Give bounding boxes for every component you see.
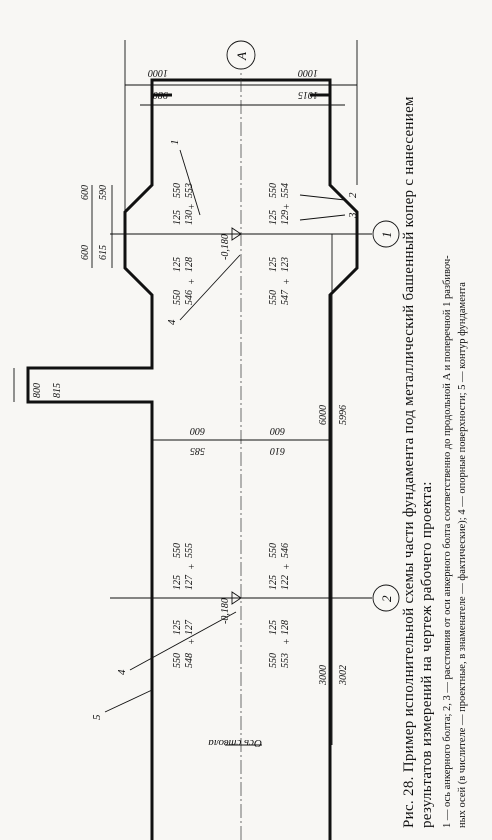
bolt-6-d-design: 125 [172, 575, 183, 590]
bolt-4-f-design: 550 [268, 183, 279, 198]
dim-top-a-actual: 590 [98, 185, 109, 200]
bolt-8-f-design: 550 [268, 543, 279, 558]
bolt-1-f-actual: 546 [184, 290, 195, 305]
leader-3-label: 3 [347, 212, 359, 219]
caption-legend-line2: ных осей (в числителе — проектные, в зна… [457, 282, 468, 828]
dim-neck-bottom-design: 600 [270, 425, 285, 436]
bolt-7: + 125 128 550 553 [268, 620, 293, 668]
bolt-6-d-actual: 127 [184, 574, 195, 590]
bolt-5-f-design: 550 [172, 653, 183, 668]
leader-4-right [129, 611, 237, 671]
bolt-plus: + [282, 203, 293, 210]
bolt-4: + 125 129 550 554 [268, 183, 293, 225]
leader-2 [299, 194, 346, 201]
dim-neck-bottom-actual: 610 [270, 445, 285, 456]
bolt-3-f-actual: 547 [280, 289, 291, 305]
dim-top-b-design: 600 [80, 245, 91, 260]
bolt-4-d-design: 125 [268, 210, 279, 225]
elevation-left: -0,180 [220, 227, 242, 260]
bolt-2-f-actual: 553 [184, 183, 195, 198]
dim-left-bottom-design: 1000 [298, 67, 318, 78]
dim-span-design: 6000 [318, 405, 329, 425]
bolt-plus: + [187, 563, 198, 570]
leader-2-label: 2 [347, 192, 359, 198]
figure-caption: Рис. 28. Пример исполнительной схемы час… [400, 8, 490, 828]
dim-right-top-design: 800 [32, 383, 43, 398]
bolt-1-d-design: 125 [172, 257, 183, 272]
bolt-2: + 125 130 550 553 [172, 183, 198, 225]
leader-4-right-label: 4 [116, 669, 128, 675]
shaft-axis-label: Ось ствола [208, 737, 262, 749]
bolt-7-f-design: 550 [268, 653, 279, 668]
dim-top-b-actual: 615 [98, 245, 109, 260]
dim-neck-top-actual: 585 [190, 445, 205, 456]
bolt-5-f-actual: 548 [184, 653, 195, 668]
caption-legend-line1: 1 — ось анкерного болта; 2, 3 — расстоян… [442, 255, 453, 828]
leader-1-label: 1 [169, 140, 181, 146]
caption-title-line1: Рис. 28. Пример исполнительной схемы час… [401, 96, 417, 828]
bolt-6-f-actual: 555 [184, 543, 195, 558]
dim-left-top-actual: 980 [153, 89, 168, 100]
dim-neck-top-design: 600 [190, 425, 205, 436]
axis-2-label: 2 [379, 595, 394, 602]
axis-A-bubble: А [226, 40, 256, 70]
bolt-1-f-design: 550 [172, 290, 183, 305]
leader-3 [299, 214, 346, 221]
elevation-right-label: -0,180 [220, 598, 231, 624]
bolt-8-f-actual: 546 [280, 543, 291, 558]
elevation-left-label: -0,180 [220, 234, 231, 260]
dim-right-top-actual: 815 [52, 383, 63, 398]
bolt-1-d-actual: 128 [184, 257, 195, 272]
dim-right-span-design: 3000 [318, 665, 329, 686]
axis-1-label: 1 [379, 232, 394, 239]
bolt-7-d-actual: 128 [280, 620, 291, 635]
bolt-7-f-actual: 553 [280, 653, 291, 668]
bolt-1: + 125 128 550 546 [172, 257, 198, 305]
dim-right-span-actual: 3002 [338, 665, 349, 686]
leader-4-left-label: 4 [166, 319, 178, 325]
bolt-8: + 125 122 550 546 [268, 543, 293, 590]
bolt-8-d-design: 125 [268, 575, 279, 590]
leader-5 [104, 689, 153, 713]
bolt-6-f-design: 550 [172, 543, 183, 558]
dim-left-bottom-actual: 1015 [298, 89, 318, 100]
bolt-8-d-actual: 122 [280, 575, 291, 590]
foundation-contour [26, 78, 359, 840]
bolt-4-d-actual: 129 [280, 210, 291, 225]
bolt-3-f-design: 550 [268, 290, 279, 305]
bolt-plus: + [282, 638, 293, 645]
bolt-plus: + [282, 278, 293, 285]
bolt-3: + 125 123 550 547 [268, 257, 293, 305]
axis-1-bubble: 1 [372, 220, 400, 248]
bolt-plus: + [187, 278, 198, 285]
bolt-plus: + [187, 638, 198, 645]
bolt-6: + 125 127 550 555 [172, 543, 198, 590]
dim-top-a-design: 600 [80, 185, 91, 200]
bolt-3-d-actual: 123 [280, 257, 291, 272]
bolt-4-f-actual: 554 [280, 183, 291, 198]
bolt-plus: + [282, 563, 293, 570]
bolt-2-d-actual: 130 [184, 210, 195, 225]
axis-2-bubble: 2 [372, 584, 400, 612]
bolt-3-d-design: 125 [268, 257, 279, 272]
leader-5-label: 5 [91, 714, 103, 720]
dim-left-top-design: 1000 [148, 67, 168, 78]
leader-1 [179, 149, 201, 216]
caption-title-line2: результатов измерений на чертеж рабочего… [419, 481, 435, 828]
leader-4-left [179, 254, 241, 321]
elevation-right: -0,180 [220, 591, 242, 624]
dim-span-actual: 5996 [338, 405, 349, 425]
bolt-5-d-design: 125 [172, 620, 183, 635]
bolt-5: + 125 127 550 548 [172, 619, 198, 668]
bolt-2-f-design: 550 [172, 183, 183, 198]
axis-A-label: А [234, 52, 249, 61]
bolt-5-d-actual: 127 [184, 619, 195, 635]
bolt-plus: + [187, 203, 198, 210]
bolt-2-d-design: 125 [172, 210, 183, 225]
bolt-7-d-design: 125 [268, 620, 279, 635]
